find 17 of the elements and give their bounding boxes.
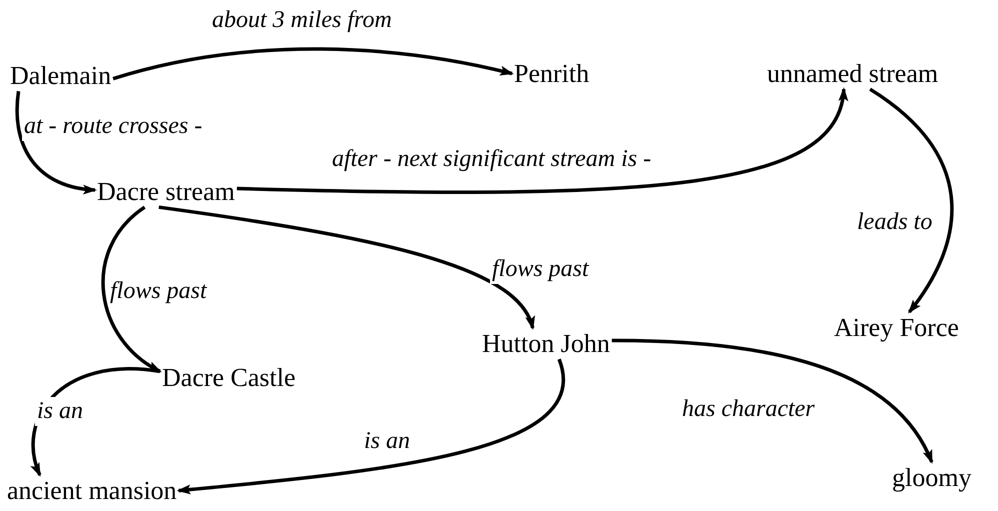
node-label: Hutton John xyxy=(480,328,612,360)
node-label: Dacre stream xyxy=(95,176,237,208)
curved-arrow xyxy=(236,87,846,194)
curved-arrow xyxy=(176,358,565,494)
curved-arrow xyxy=(101,206,162,373)
curved-arrow xyxy=(869,88,954,314)
curved-arrow xyxy=(112,47,514,80)
curved-arrow xyxy=(158,205,534,330)
node-label: ancient mansion xyxy=(5,475,179,506)
node-label: Penrith xyxy=(512,58,592,90)
curved-arrow xyxy=(612,338,934,464)
node-label: Dacre Castle xyxy=(160,362,298,394)
node-label: gloomy xyxy=(890,462,974,494)
node-label: Airey Force xyxy=(832,312,961,344)
node-label: unnamed stream xyxy=(765,58,940,90)
node-label: Dalemain xyxy=(8,60,114,92)
curved-arrow xyxy=(15,91,97,194)
